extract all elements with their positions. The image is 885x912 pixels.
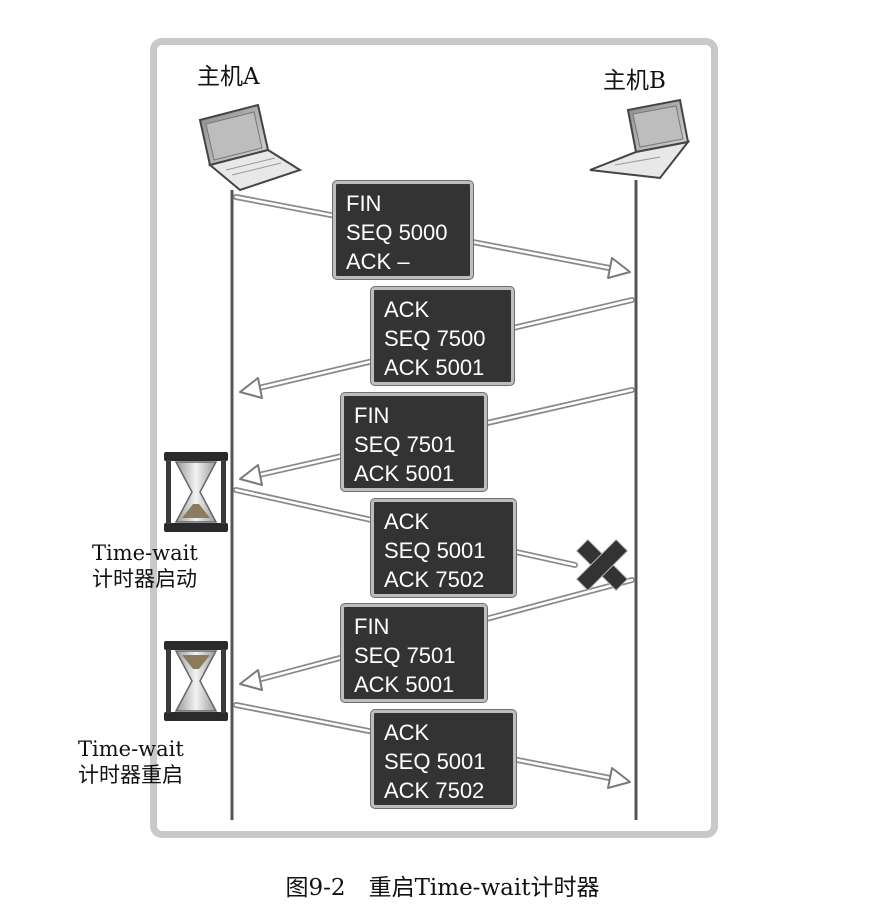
message-box: ACK SEQ 5001 ACK 7502 — [371, 499, 516, 597]
message-seq: SEQ 5000 — [346, 220, 448, 245]
message-seq: SEQ 7501 — [354, 643, 456, 668]
message-ack: ACK 7502 — [384, 778, 485, 803]
message-seq: SEQ 5001 — [384, 538, 486, 563]
message-type: ACK — [384, 297, 430, 322]
message-type: ACK — [384, 720, 430, 745]
message-box: FIN SEQ 5000 ACK – — [333, 181, 473, 279]
lost-packet-x-icon — [575, 538, 629, 592]
timer-restart-label: Time-wait 计时器重启 — [78, 736, 184, 789]
timer-restart-line2: 计时器重启 — [78, 763, 183, 788]
timer-start-line1: Time-wait — [92, 541, 198, 565]
message-box: FIN SEQ 7501 ACK 5001 — [341, 604, 487, 702]
hourglass-icon — [164, 452, 228, 532]
message-seq: SEQ 7500 — [384, 326, 486, 351]
message-box: ACK SEQ 7500 ACK 5001 — [371, 287, 514, 385]
timer-start-line2: 计时器启动 — [92, 567, 197, 592]
message-ack: ACK 5001 — [384, 355, 485, 380]
laptop-icon — [589, 98, 691, 180]
message-ack: ACK 5001 — [354, 461, 455, 486]
timer-start-label: Time-wait 计时器启动 — [92, 540, 198, 593]
hourglass-icon — [164, 641, 228, 721]
laptop-icon — [198, 103, 303, 192]
message-type: FIN — [354, 614, 390, 639]
message-ack: ACK – — [346, 249, 410, 274]
message-type: FIN — [346, 191, 382, 216]
message-box: FIN SEQ 7501 ACK 5001 — [341, 393, 487, 491]
message-ack: ACK 7502 — [384, 567, 485, 592]
message-type: ACK — [384, 509, 430, 534]
message-seq: SEQ 5001 — [384, 749, 486, 774]
message-type: FIN — [354, 403, 390, 428]
message-seq: SEQ 7501 — [354, 432, 456, 457]
figure-caption: 图9-2 重启Time-wait计时器 — [285, 875, 600, 901]
host-a-label: 主机A — [197, 64, 260, 90]
message-box: ACK SEQ 5001 ACK 7502 — [371, 710, 516, 808]
host-b-label: 主机B — [603, 68, 666, 94]
timer-restart-line1: Time-wait — [78, 737, 184, 761]
message-ack: ACK 5001 — [354, 672, 455, 697]
